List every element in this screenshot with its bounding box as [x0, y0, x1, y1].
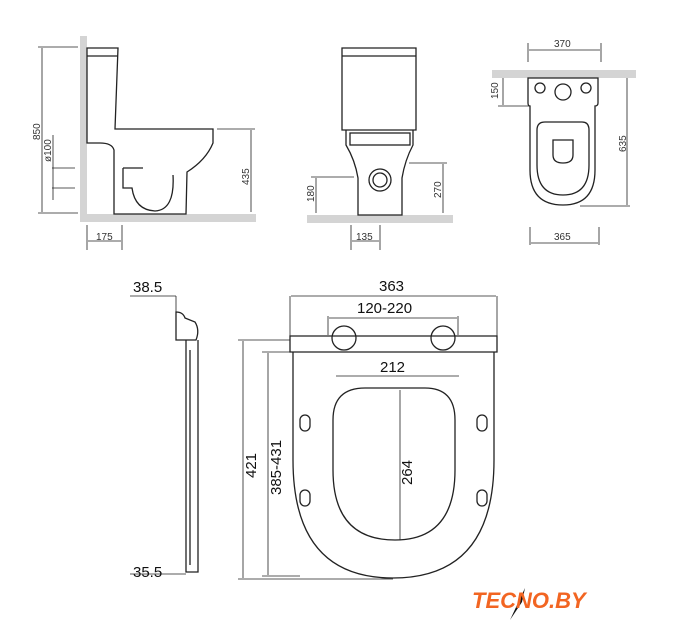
dim-180: 180 [306, 185, 317, 202]
top-view: 370 150 635 365 [490, 39, 636, 245]
dim-150: 150 [490, 82, 501, 99]
seat-side-view: 38.5 35.5 [130, 279, 199, 581]
dim-pipe-diameter: ø100 [43, 139, 54, 162]
dim-120-220: 120-220 [357, 300, 412, 317]
dim-270: 270 [433, 181, 444, 198]
dim-435: 435 [241, 168, 252, 185]
dim-38-5: 38.5 [133, 279, 162, 296]
logo-bolt-icon [510, 588, 525, 620]
dim-35-5: 35.5 [133, 564, 162, 581]
dim-264: 264 [399, 460, 416, 485]
floor [80, 214, 256, 222]
wall [80, 36, 87, 222]
side-view: 850 ø100 435 175 [32, 36, 256, 250]
dim-212: 212 [380, 359, 405, 376]
brand-logo: TECNO.BY [472, 588, 586, 613]
dim-635: 635 [618, 135, 629, 152]
dim-370: 370 [554, 39, 571, 50]
dim-421: 421 [243, 453, 260, 478]
dim-135: 135 [356, 232, 373, 243]
dim-175: 175 [96, 232, 113, 243]
seat-top-view: 363 120-220 212 264 421 385-431 [238, 278, 498, 580]
dim-365: 365 [554, 232, 571, 243]
dim-385-431: 385-431 [268, 440, 285, 495]
dim-850: 850 [32, 123, 43, 140]
front-view: 180 270 135 [306, 47, 453, 250]
dim-363: 363 [379, 278, 404, 295]
